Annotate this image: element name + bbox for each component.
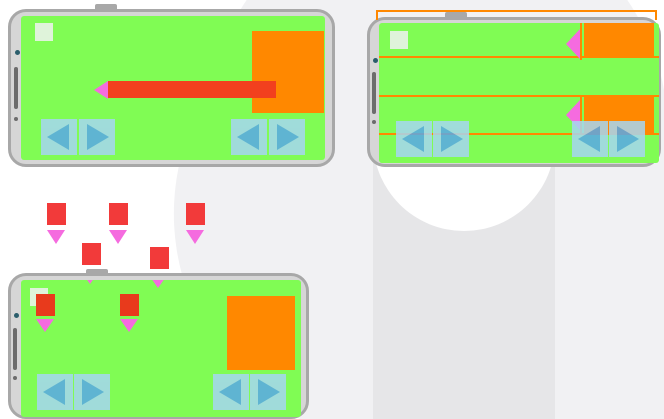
arrow-down-icon — [120, 319, 138, 332]
speaker — [14, 67, 18, 109]
arrow-left-icon — [94, 81, 108, 99]
outline-left — [376, 10, 378, 20]
right-triangle-icon — [74, 374, 110, 410]
phone-button — [95, 4, 117, 9]
arrow-down-icon — [36, 319, 54, 332]
sensor — [14, 117, 18, 121]
sensor — [372, 120, 376, 124]
arrow-down-icon — [151, 280, 165, 288]
right-triangle-icon — [433, 121, 469, 157]
left-triangle-icon — [231, 119, 267, 155]
right-triangle-icon — [269, 119, 305, 155]
lane-marker — [580, 23, 582, 60]
left-button[interactable] — [231, 119, 267, 155]
falling-block — [36, 294, 55, 316]
game-screen[interactable] — [379, 23, 659, 163]
falling-block — [47, 203, 66, 225]
right-button[interactable] — [74, 374, 110, 410]
arrow-down-icon — [186, 230, 204, 244]
speaker — [13, 328, 17, 370]
lane-line — [379, 95, 659, 97]
falling-block — [109, 203, 128, 225]
outline-top — [376, 10, 657, 12]
right-triangle-icon — [79, 119, 115, 155]
phone-button — [445, 12, 467, 17]
arrow-down-icon — [47, 230, 65, 244]
left-button[interactable] — [41, 119, 77, 155]
game-screen[interactable] — [21, 16, 325, 160]
left-button[interactable] — [37, 374, 73, 410]
falling-block — [150, 247, 169, 269]
left-button[interactable] — [213, 374, 249, 410]
phone-top-right — [367, 17, 661, 167]
speaker — [372, 72, 376, 114]
arrow-down-icon — [109, 230, 127, 244]
right-button[interactable] — [250, 374, 286, 410]
left-button[interactable] — [396, 121, 432, 157]
pause-square-icon[interactable] — [35, 23, 53, 41]
left-triangle-icon — [41, 119, 77, 155]
outline-right — [655, 10, 657, 20]
arrow-left-icon — [566, 29, 580, 59]
phone-top-left — [8, 9, 335, 167]
right-button[interactable] — [433, 121, 469, 157]
falling-block — [120, 294, 139, 316]
left-triangle-icon — [213, 374, 249, 410]
camera — [373, 58, 378, 63]
right-button[interactable] — [609, 121, 645, 157]
sensor — [13, 376, 17, 380]
falling-block — [82, 243, 101, 265]
phone-bottom-left — [8, 273, 309, 419]
camera — [15, 50, 20, 55]
camera — [14, 313, 19, 318]
pause-square-icon[interactable] — [390, 31, 408, 49]
left-triangle-icon — [37, 374, 73, 410]
right-triangle-icon — [250, 374, 286, 410]
game-screen[interactable] — [21, 280, 301, 417]
target-block — [252, 31, 324, 113]
falling-block — [186, 203, 205, 225]
arrow-down-icon — [83, 280, 97, 284]
right-button[interactable] — [269, 119, 305, 155]
right-button[interactable] — [79, 119, 115, 155]
target-block — [227, 296, 295, 370]
left-triangle-icon — [572, 121, 608, 157]
target-block-upper — [584, 23, 654, 56]
left-triangle-icon — [396, 121, 432, 157]
player-bar — [108, 81, 276, 98]
phone-button — [86, 269, 108, 274]
lane-line — [379, 56, 659, 58]
right-triangle-icon — [609, 121, 645, 157]
left-button[interactable] — [572, 121, 608, 157]
